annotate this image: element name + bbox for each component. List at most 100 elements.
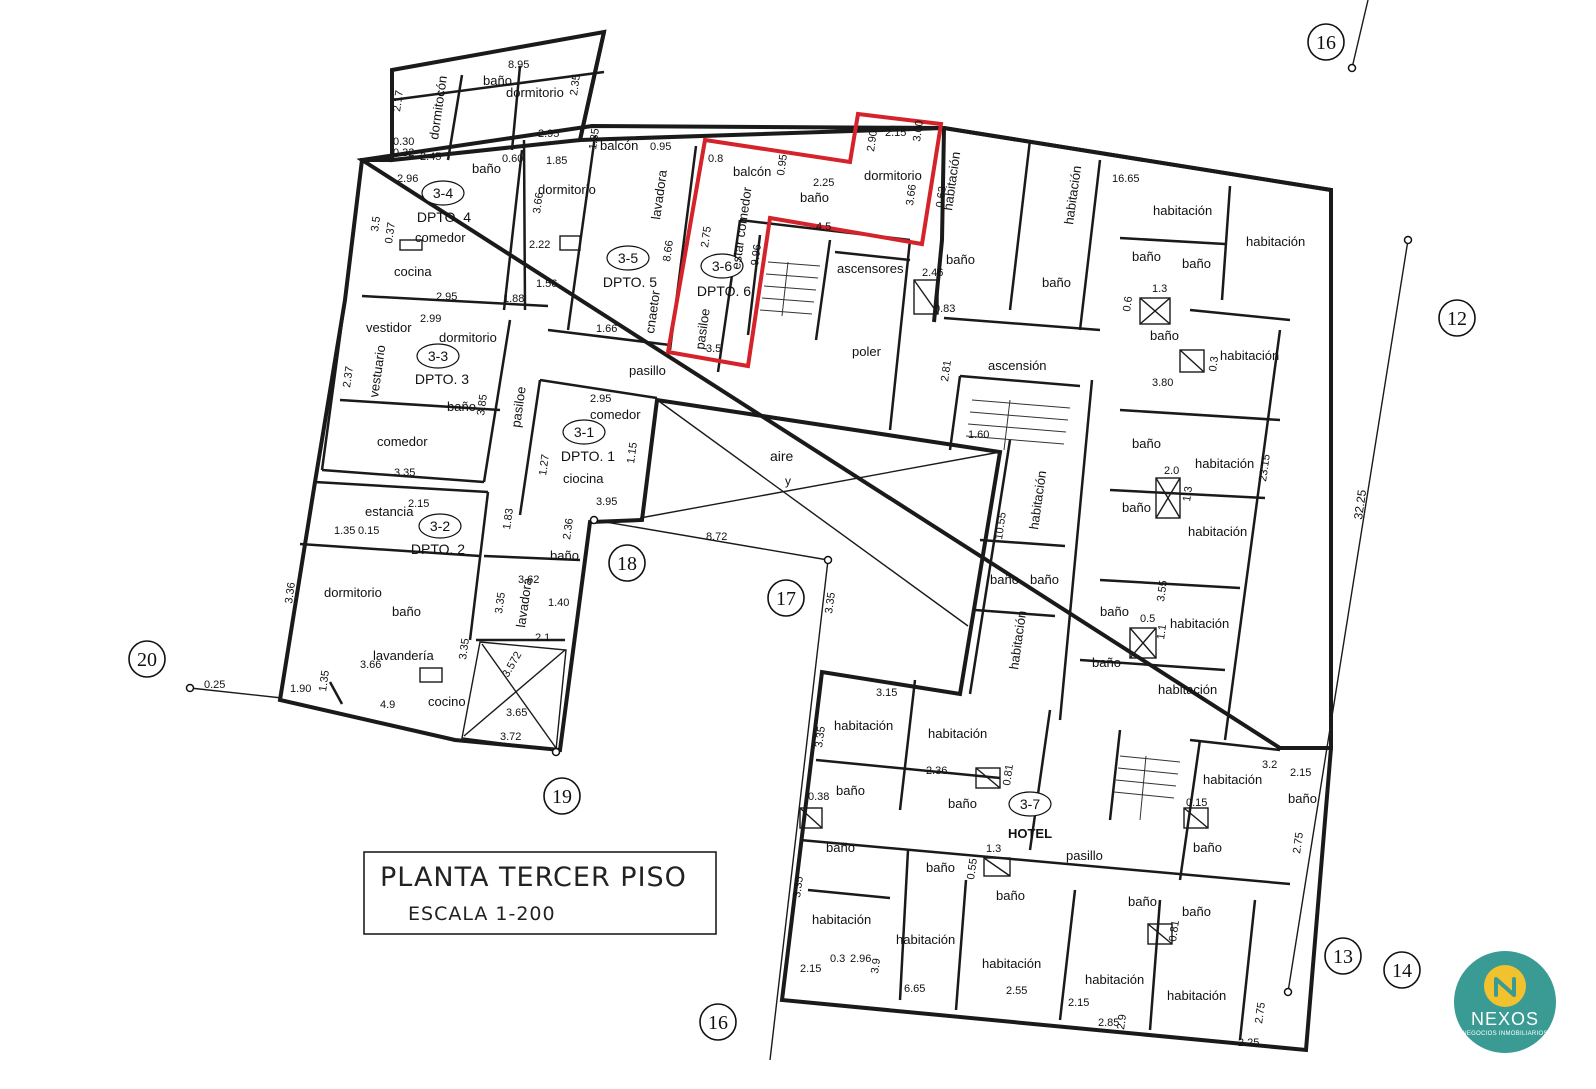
svg-text:0.60: 0.60 xyxy=(502,153,523,165)
svg-text:13: 13 xyxy=(1333,946,1353,968)
svg-text:19: 19 xyxy=(552,786,572,808)
svg-text:8.95: 8.95 xyxy=(508,59,529,71)
svg-text:pasillo: pasillo xyxy=(629,363,666,378)
svg-text:1.3: 1.3 xyxy=(1181,486,1195,503)
axis-markers: 16 12 20 18 17 19 16 13 14 xyxy=(128,23,1476,1041)
svg-text:3-4: 3-4 xyxy=(433,185,453,201)
svg-text:baño: baño xyxy=(1182,256,1211,271)
svg-text:baño: baño xyxy=(826,840,855,855)
unit-3-3[interactable]: 3-3 DPTO. 3 xyxy=(415,343,469,387)
svg-text:1.60: 1.60 xyxy=(968,429,989,441)
svg-text:0.25: 0.25 xyxy=(204,679,225,691)
svg-text:3-1: 3-1 xyxy=(574,424,594,440)
svg-text:baño: baño xyxy=(800,190,829,205)
svg-text:3.72: 3.72 xyxy=(500,731,521,743)
stairs xyxy=(759,261,1181,821)
svg-text:habitación: habitación xyxy=(928,726,987,741)
svg-text:habitación: habitación xyxy=(1153,203,1212,218)
svg-text:dormitocón: dormitocón xyxy=(426,75,450,141)
svg-text:habitación: habitación xyxy=(1195,456,1254,471)
svg-text:dormitorio: dormitorio xyxy=(439,330,497,345)
svg-text:0.32: 0.32 xyxy=(393,147,414,159)
svg-text:2.46: 2.46 xyxy=(922,267,943,279)
svg-text:3.55: 3.55 xyxy=(1155,580,1170,603)
svg-text:18: 18 xyxy=(617,553,637,575)
unit-3-6[interactable]: 3-6 DPTO. 6 xyxy=(697,253,751,299)
highlight-unit-3-6[interactable] xyxy=(665,111,944,369)
svg-text:0.15: 0.15 xyxy=(1186,797,1207,809)
svg-text:baño: baño xyxy=(1042,275,1071,290)
svg-text:2.37: 2.37 xyxy=(341,366,356,389)
svg-text:DPTO. 5: DPTO. 5 xyxy=(603,274,657,290)
svg-text:0.83: 0.83 xyxy=(934,303,955,315)
svg-text:comedor: comedor xyxy=(415,230,466,245)
svg-text:1.3: 1.3 xyxy=(1152,283,1167,295)
svg-text:2.75: 2.75 xyxy=(1253,1002,1268,1025)
svg-text:8.72: 8.72 xyxy=(706,531,727,543)
svg-text:1.35: 1.35 xyxy=(334,525,355,537)
svg-text:12: 12 xyxy=(1447,308,1467,330)
svg-text:0.30: 0.30 xyxy=(393,136,414,148)
axis-12: 12 xyxy=(1438,299,1476,337)
svg-text:3-3: 3-3 xyxy=(428,348,448,364)
svg-text:2.95: 2.95 xyxy=(590,393,611,405)
svg-text:2.95: 2.95 xyxy=(436,291,457,303)
svg-text:0.8: 0.8 xyxy=(708,153,723,165)
svg-text:baño: baño xyxy=(447,399,476,414)
svg-text:9.96: 9.96 xyxy=(749,244,764,267)
svg-text:32.25: 32.25 xyxy=(1351,488,1369,520)
unit-tags: 3-4 DPTO. 4 3-5 DPTO. 5 3-6 DPTO. 6 3-3 … xyxy=(411,180,1052,841)
svg-text:2.15: 2.15 xyxy=(800,963,821,975)
axis-leader-lines xyxy=(189,0,1409,1061)
unit-3-2[interactable]: 3-2 DPTO. 2 xyxy=(411,513,465,557)
logo-subtitle: NEGOCIOS INMOBILIARIOS xyxy=(1462,1031,1548,1037)
svg-text:20: 20 xyxy=(137,649,157,671)
axis-17: 17 xyxy=(767,579,805,617)
svg-text:3-6: 3-6 xyxy=(712,258,732,274)
axis-dots xyxy=(185,63,1413,997)
svg-text:0.95: 0.95 xyxy=(650,141,671,153)
svg-text:17: 17 xyxy=(776,588,796,610)
svg-text:baño: baño xyxy=(996,888,1025,903)
svg-text:8.66: 8.66 xyxy=(661,240,676,263)
svg-text:0.81: 0.81 xyxy=(1167,920,1182,943)
air-void xyxy=(461,401,1001,751)
svg-text:2.36: 2.36 xyxy=(561,518,576,541)
svg-text:habitación: habitación xyxy=(1203,772,1262,787)
svg-text:DPTO. 3: DPTO. 3 xyxy=(415,371,469,387)
svg-text:estancia: estancia xyxy=(365,504,414,519)
svg-text:0.55: 0.55 xyxy=(965,858,980,881)
svg-text:y: y xyxy=(785,474,791,488)
svg-text:lavadora: lavadora xyxy=(513,576,535,628)
title-block: PLANTA TERCER PISO ESCALA 1-200 xyxy=(363,851,717,935)
axis-16-bottom: 16 xyxy=(699,1003,737,1041)
unit-3-4[interactable]: 3-4 DPTO. 4 xyxy=(417,180,471,225)
svg-text:habitación: habitación xyxy=(1220,348,1279,363)
svg-text:2.75: 2.75 xyxy=(1291,832,1306,855)
svg-text:1.15: 1.15 xyxy=(625,442,640,465)
unit-3-1[interactable]: 3-1 DPTO. 1 xyxy=(561,419,615,464)
svg-text:16: 16 xyxy=(1316,32,1336,54)
svg-text:4.5: 4.5 xyxy=(816,221,831,233)
svg-text:habitación: habitación xyxy=(1085,972,1144,987)
svg-text:3.66: 3.66 xyxy=(904,184,919,207)
svg-text:comedor: comedor xyxy=(377,434,428,449)
svg-text:habitación: habitación xyxy=(1006,610,1029,671)
svg-text:habitación: habitación xyxy=(812,912,871,927)
svg-text:14: 14 xyxy=(1392,960,1412,982)
unit-3-7[interactable]: 3-7 HOTEL xyxy=(1008,791,1052,841)
svg-text:2.15: 2.15 xyxy=(885,127,906,139)
svg-text:ascensores: ascensores xyxy=(837,261,904,276)
svg-text:vestuario: vestuario xyxy=(366,344,388,398)
unit-3-5[interactable]: 3-5 DPTO. 5 xyxy=(603,245,657,290)
svg-text:baño: baño xyxy=(1128,894,1157,909)
svg-text:cocino: cocino xyxy=(428,694,466,709)
svg-text:1.27: 1.27 xyxy=(537,454,552,477)
axis-20: 20 xyxy=(128,640,166,678)
svg-text:3.572: 3.572 xyxy=(500,650,524,680)
axis-13: 13 xyxy=(1324,937,1362,975)
svg-text:baño: baño xyxy=(1030,572,1059,587)
svg-text:3.5: 3.5 xyxy=(369,216,383,233)
n-monogram-icon xyxy=(1484,965,1526,1007)
axis-18: 18 xyxy=(608,544,646,582)
